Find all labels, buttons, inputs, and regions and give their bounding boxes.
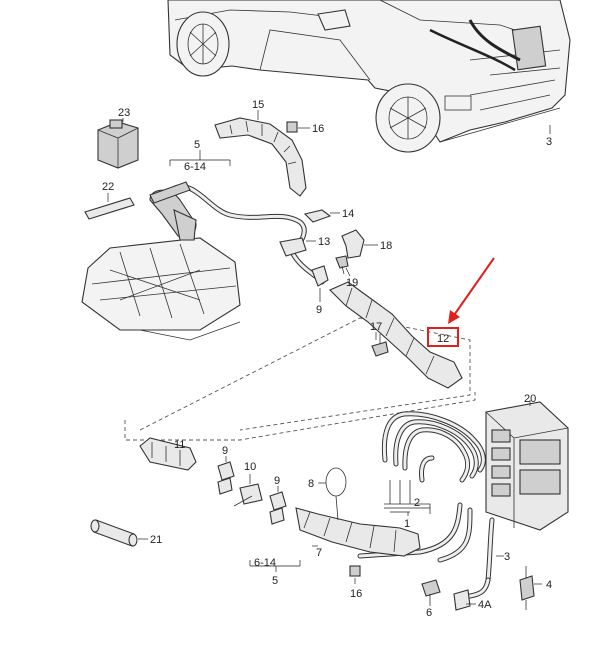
callout-4: 4 xyxy=(546,579,552,591)
part-20-control-unit xyxy=(485,400,569,531)
callout-17: 17 xyxy=(370,321,382,333)
callout-16-bottom: 16 xyxy=(350,588,362,600)
lower-harness xyxy=(357,502,495,599)
callout-6-14-upper: 6-14 xyxy=(184,161,206,173)
callout-3-top: 3 xyxy=(546,136,552,148)
part-4a-terminal xyxy=(453,589,476,611)
callout-2: 2 xyxy=(414,497,420,509)
part-9-clip-lower-left xyxy=(217,456,235,495)
part-12-cable-channel xyxy=(329,281,463,389)
callout-5-lower: 5 xyxy=(272,575,278,587)
floor-outline-lower xyxy=(124,392,476,441)
part-6-bolt xyxy=(421,579,441,606)
callout-10: 10 xyxy=(244,461,256,473)
part-8-cable-tie xyxy=(318,467,347,521)
callout-11: 11 xyxy=(174,439,185,451)
part-18-bracket xyxy=(341,229,378,259)
bracket-6-14-lower xyxy=(249,560,301,572)
callout-9-lower-left: 9 xyxy=(222,445,228,457)
part-9-clip-lower-right xyxy=(269,486,287,525)
callout-9-lower-right: 9 xyxy=(274,475,280,487)
part-23-bracket xyxy=(97,118,139,169)
callout-9-upper: 9 xyxy=(316,304,322,316)
part-7-cable-channel xyxy=(295,507,421,557)
vehicle-illustration xyxy=(167,0,571,153)
part-9-clip-upper xyxy=(311,265,329,302)
callout-18: 18 xyxy=(380,240,392,252)
callout-14: 14 xyxy=(342,208,354,220)
part-16-nut-bottom xyxy=(349,565,361,584)
callout-5-upper: 5 xyxy=(194,139,200,151)
floor-outline-upper xyxy=(139,317,471,431)
highlight-part-12 xyxy=(427,257,495,347)
callout-16-top: 16 xyxy=(312,123,324,135)
seat-floor-illustration xyxy=(81,237,241,341)
part-1-cable-set xyxy=(381,411,486,514)
part-22-strip xyxy=(84,193,135,220)
part-13-holder xyxy=(279,237,316,257)
part-11-guide xyxy=(139,437,197,471)
bracket-6-14-upper xyxy=(169,150,231,166)
part-16-nut-top xyxy=(286,121,310,133)
callout-13: 13 xyxy=(318,236,330,248)
callout-6: 6 xyxy=(426,607,432,619)
callout-21: 21 xyxy=(150,534,162,546)
bracket-1 xyxy=(390,511,410,516)
part-4-connector xyxy=(519,566,542,610)
part-10-clamp xyxy=(233,474,263,507)
callout-20: 20 xyxy=(524,393,536,405)
callout-15: 15 xyxy=(252,99,264,111)
callout-19: 19 xyxy=(346,277,358,289)
part-21-sleeve xyxy=(90,519,148,547)
callout-22: 22 xyxy=(102,181,114,193)
callout-8: 8 xyxy=(308,478,314,490)
callout-23: 23 xyxy=(118,107,130,119)
part-15-guide xyxy=(214,110,307,197)
callout-1: 1 xyxy=(404,518,410,530)
callout-4a: 4A xyxy=(478,599,492,611)
part-19-bolt xyxy=(335,255,351,277)
callout-6-14-lower: 6-14 xyxy=(254,557,276,569)
callout-12: 12 xyxy=(437,333,449,345)
callout-3-bottom: 3 xyxy=(504,551,510,563)
part-14-clip xyxy=(303,209,340,223)
callout-7: 7 xyxy=(316,547,322,559)
part-17-screw xyxy=(371,332,389,357)
